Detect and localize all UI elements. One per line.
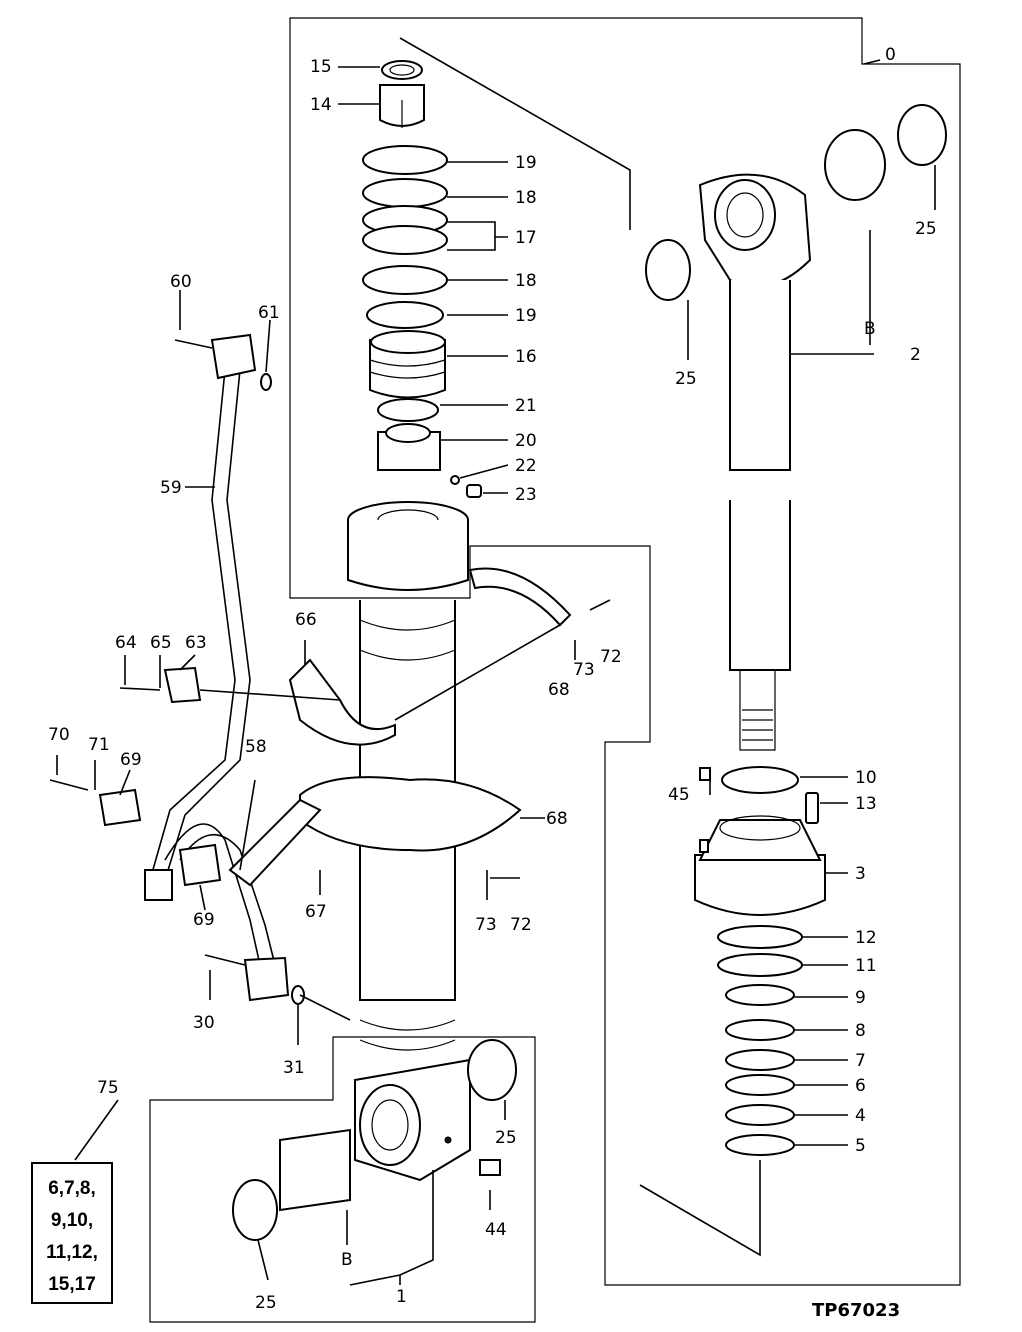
figure-reference: TP67023 [812, 1300, 900, 1321]
leader-seal-set [639, 1160, 761, 1257]
callout-25: 25 [495, 1128, 517, 1148]
callout-20: 20 [515, 431, 537, 451]
kit-line-3: 11,12, [46, 1242, 98, 1263]
callout-68: 68 [548, 680, 570, 700]
callout-3: 3 [855, 864, 866, 884]
callout-59: 59 [160, 478, 182, 498]
callout-64: 64 [115, 633, 137, 653]
kit-line-2: 9,10, [51, 1210, 93, 1231]
callout-31: 31 [283, 1058, 305, 1078]
callout-18: 18 [515, 271, 537, 291]
callout-B: B [341, 1250, 353, 1270]
callout-60: 60 [170, 272, 192, 292]
callout-65: 65 [150, 633, 172, 653]
seal-kit-box: 6,7,8, 9,10, 11,12, 15,17 [31, 1162, 113, 1304]
kit-line-1: 6,7,8, [48, 1178, 96, 1199]
callout-67: 67 [305, 902, 327, 922]
callout-B: B [864, 319, 876, 339]
callout-72: 72 [510, 915, 532, 935]
callout-17: 17 [515, 228, 537, 248]
callout-68: 68 [546, 809, 568, 829]
callout-25: 25 [915, 219, 937, 239]
callout-8: 8 [855, 1021, 866, 1041]
leader-0 [863, 59, 881, 65]
callout-22: 22 [515, 456, 537, 476]
callout-66: 66 [295, 610, 317, 630]
callout-25: 25 [255, 1293, 277, 1313]
callout-21: 21 [515, 396, 537, 416]
leader-lines [56, 66, 936, 1286]
callout-19: 19 [515, 306, 537, 326]
callout-44: 44 [485, 1220, 507, 1240]
callout-69: 69 [120, 750, 142, 770]
callout-30: 30 [193, 1013, 215, 1033]
callout-16: 16 [515, 347, 537, 367]
callout-11: 11 [855, 956, 877, 976]
callout-72: 72 [600, 647, 622, 667]
packing-stack [362, 60, 482, 498]
callout-70: 70 [48, 725, 70, 745]
callout-61: 61 [258, 303, 280, 323]
callout-10: 10 [855, 768, 877, 788]
callout-18: 18 [515, 188, 537, 208]
callout-69: 69 [193, 910, 215, 930]
callout-15: 15 [310, 57, 332, 77]
kit-line-4: 15,17 [48, 1274, 96, 1295]
head-gland [694, 766, 826, 1156]
callout-13: 13 [855, 794, 877, 814]
assembly-boundary-lower [149, 1036, 536, 1323]
callout-71: 71 [88, 735, 110, 755]
callout-45: 45 [668, 785, 690, 805]
callout-73: 73 [475, 915, 497, 935]
callout-labels: 0 15 14 19 18 17 18 19 16 21 20 22 23 25… [48, 45, 937, 1313]
callout-14: 14 [310, 95, 332, 115]
callout-5: 5 [855, 1136, 866, 1156]
callout-12: 12 [855, 928, 877, 948]
callout-63: 63 [185, 633, 207, 653]
callout-58: 58 [245, 737, 267, 757]
callout-4: 4 [855, 1106, 866, 1126]
callout-73: 73 [573, 660, 595, 680]
callout-6: 6 [855, 1076, 866, 1096]
callout-9: 9 [855, 988, 866, 1008]
callout-1: 1 [396, 1287, 407, 1307]
callout-0: 0 [885, 45, 896, 65]
callout-25: 25 [675, 369, 697, 389]
pipe-and-clamps [49, 333, 711, 1241]
piston-rod [645, 104, 947, 751]
callout-75: 75 [97, 1078, 119, 1098]
assembly-boundary-upper [289, 17, 961, 1286]
leader-rod-assembly [399, 37, 631, 230]
callout-7: 7 [855, 1051, 866, 1071]
callout-2: 2 [910, 345, 921, 365]
callout-23: 23 [515, 485, 537, 505]
callout-19: 19 [515, 153, 537, 173]
